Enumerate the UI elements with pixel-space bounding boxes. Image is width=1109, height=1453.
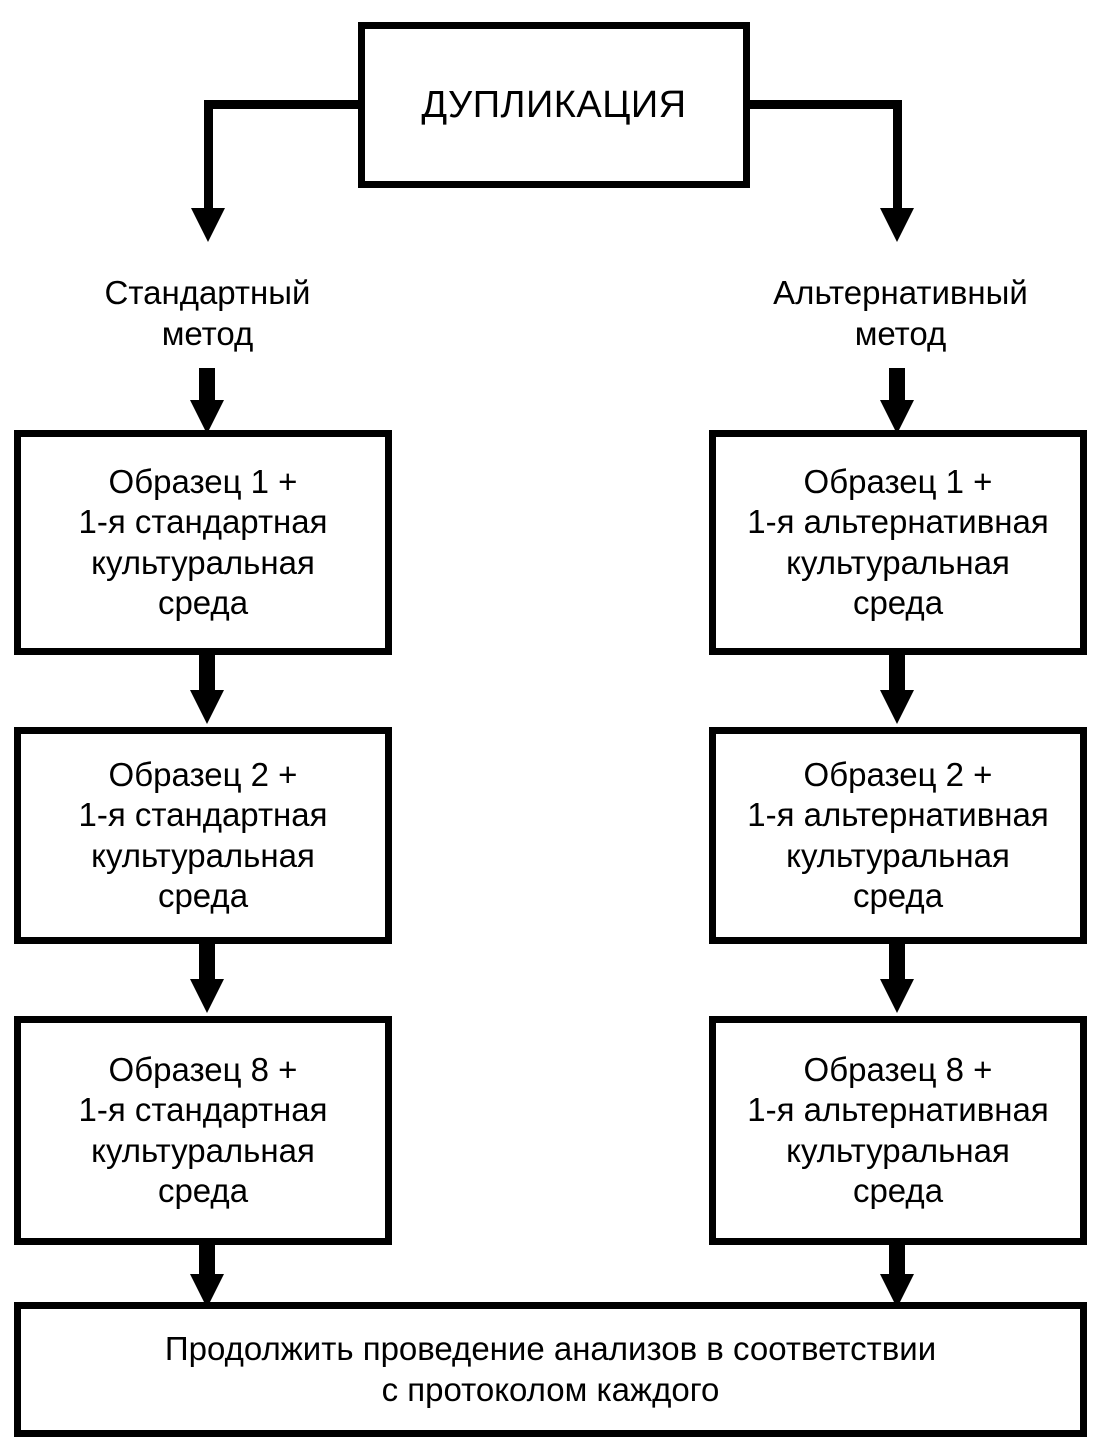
node-alternative-step-2: Образец 2 + 1-я альтернативная культурал… (709, 727, 1087, 944)
arrowhead-title-to-left (191, 208, 225, 242)
connector-title-to-right-vertical (893, 100, 902, 212)
arrowhead-left-label-to-step1 (190, 400, 224, 434)
node-standard-step-3: Образец 8 + 1-я стандартная культуральна… (14, 1016, 392, 1245)
arrowhead-standard-step1-to-step2 (190, 690, 224, 724)
arrowhead-alternative-step1-to-step2 (880, 690, 914, 724)
arrowhead-standard-step2-to-step3 (190, 979, 224, 1013)
branch-label-alternative: Альтернативный метод (773, 274, 1028, 353)
connector-standard-step1-to-step2 (199, 652, 215, 694)
node-alternative-step-3: Образец 8 + 1-я альтернативная культурал… (709, 1016, 1087, 1245)
connector-title-to-left-vertical (204, 100, 213, 212)
connector-standard-step2-to-step3 (199, 941, 215, 983)
connector-title-to-left-horizontal (204, 100, 362, 109)
node-duplication-title: ДУПЛИКАЦИЯ (358, 22, 750, 188)
node-standard-step-2: Образец 2 + 1-я стандартная культуральна… (14, 727, 392, 944)
arrowhead-right-label-to-step1 (880, 400, 914, 434)
node-alternative-step-1: Образец 1 + 1-я альтернативная культурал… (709, 430, 1087, 655)
connector-alternative-step2-to-step3 (889, 941, 905, 983)
arrowhead-alternative-step2-to-step3 (880, 979, 914, 1013)
connector-left-label-to-step1 (199, 368, 215, 408)
connector-right-label-to-step1 (889, 368, 905, 408)
connector-alternative-step1-to-step2 (889, 652, 905, 694)
connector-title-to-right-horizontal (746, 100, 902, 109)
node-standard-step-1: Образец 1 + 1-я стандартная культуральна… (14, 430, 392, 655)
branch-label-standard: Стандартный метод (104, 274, 311, 353)
node-final-continue-analysis: Продолжить проведение анализов в соответ… (14, 1302, 1087, 1437)
arrowhead-title-to-right (880, 208, 914, 242)
